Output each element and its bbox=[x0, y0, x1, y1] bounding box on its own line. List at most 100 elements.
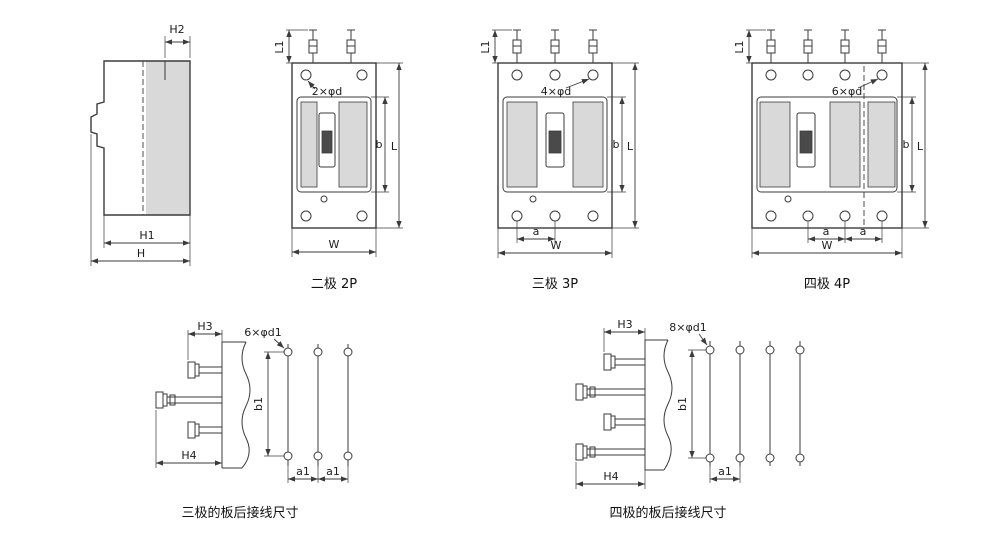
dim-b-2p: b bbox=[371, 96, 389, 193]
wiring-hole bbox=[765, 453, 775, 463]
mounting-hole bbox=[802, 210, 814, 222]
dim-b1-rear4: b1 bbox=[676, 349, 706, 459]
mounting-hole bbox=[587, 210, 599, 222]
terminal-stud bbox=[187, 421, 222, 439]
dim-l1-2p: L1 bbox=[273, 29, 308, 64]
dim-label-w: W bbox=[329, 238, 340, 251]
wiring-hole bbox=[343, 347, 353, 357]
rear-hole-grid-4p bbox=[705, 341, 805, 466]
dim-label-b1: b1 bbox=[252, 397, 265, 411]
dim-a-3p: a bbox=[516, 221, 556, 243]
rear-hole-grid-3p bbox=[283, 344, 353, 466]
dim-l-3p: L bbox=[612, 62, 639, 229]
dim-label-l: L bbox=[391, 140, 398, 153]
terminal-screw bbox=[308, 29, 318, 63]
side-view-figure: H2 H1 H bbox=[90, 23, 191, 266]
dim-l-2p: L bbox=[376, 62, 403, 229]
dim-label-a1: a1 bbox=[296, 465, 310, 478]
hole-callout-label: 6×φd1 bbox=[244, 326, 281, 339]
dim-label-a: a bbox=[823, 225, 830, 238]
front-view-4p: L1 6×φd b L a a bbox=[733, 29, 929, 292]
mounting-hole bbox=[876, 210, 888, 222]
hole-callout-2p: 2×φd bbox=[307, 80, 342, 98]
dim-h: H bbox=[90, 134, 191, 266]
mounting-hole bbox=[765, 69, 777, 81]
terminal-screw bbox=[766, 29, 776, 63]
side-view-shaded-area bbox=[146, 61, 190, 215]
mounting-hole bbox=[549, 210, 561, 222]
mounting-hole bbox=[356, 69, 368, 81]
hole-callout-3p: 4×φd bbox=[541, 78, 590, 98]
wiring-hole bbox=[343, 451, 353, 461]
wiring-hole bbox=[313, 451, 323, 461]
wiring-hole bbox=[705, 345, 715, 355]
wiring-hole bbox=[313, 347, 323, 357]
pole-panel bbox=[300, 101, 318, 188]
pole-panel bbox=[829, 101, 861, 188]
terminal-screw bbox=[877, 29, 887, 63]
front-face-3p bbox=[502, 96, 608, 193]
test-button bbox=[784, 195, 792, 203]
dim-b-3p: b bbox=[607, 96, 626, 193]
hole-callout-label: 8×φd1 bbox=[669, 321, 706, 334]
toggle-handle bbox=[321, 130, 333, 154]
mounting-hole bbox=[765, 210, 777, 222]
dim-h1: H1 bbox=[103, 215, 191, 248]
dim-w-2p: W bbox=[291, 228, 377, 257]
plate-break-line bbox=[663, 339, 673, 471]
dim-label-b: b bbox=[376, 138, 383, 151]
wiring-hole bbox=[283, 347, 293, 357]
breaker-body-4p bbox=[751, 62, 903, 229]
caption-4p: 四极 4P bbox=[804, 277, 850, 292]
dim-label-l: L bbox=[917, 140, 924, 153]
terminal-stud bbox=[603, 353, 645, 371]
front-view-3p: L1 4×φd b L a W 三极 3 bbox=[479, 29, 639, 292]
dim-h4-rear3: H4 bbox=[155, 410, 222, 468]
hole-callout-rear4: 8×φd1 bbox=[669, 321, 708, 346]
mounting-hole bbox=[356, 210, 368, 222]
mounting-hole bbox=[839, 69, 851, 81]
caption-rear4: 四极的板后接线尺寸 bbox=[609, 505, 726, 521]
dim-label-h: H bbox=[137, 247, 145, 260]
dim-label-b: b bbox=[903, 138, 910, 151]
mounting-hole bbox=[802, 69, 814, 81]
dim-w-3p: W bbox=[497, 228, 613, 258]
terminal-stud bbox=[603, 413, 645, 431]
dim-label-h4: H4 bbox=[603, 470, 618, 483]
pole-panel bbox=[506, 101, 538, 188]
mounting-hole bbox=[839, 210, 851, 222]
wiring-hole bbox=[283, 451, 293, 461]
dim-h4-rear4: H4 bbox=[575, 462, 646, 489]
terminal-screw bbox=[840, 29, 850, 63]
terminal-stud bbox=[155, 391, 222, 409]
dim-label-w: W bbox=[822, 239, 833, 252]
dim-label-b: b bbox=[613, 138, 620, 151]
terminal-screw bbox=[550, 29, 560, 63]
terminal-screw bbox=[346, 29, 356, 63]
dim-a2-4p: a bbox=[845, 221, 883, 243]
mounting-hole bbox=[300, 69, 312, 81]
dim-a1-rear4: a1 bbox=[709, 462, 741, 483]
terminal-screw bbox=[512, 29, 522, 63]
mounting-hole bbox=[300, 210, 312, 222]
front-face-4p bbox=[756, 96, 898, 193]
pole-panel bbox=[759, 101, 791, 188]
dim-label-l: L bbox=[627, 140, 634, 153]
terminal-screw bbox=[803, 29, 813, 63]
dim-b-4p: b bbox=[897, 96, 916, 193]
dim-label-h2: H2 bbox=[169, 23, 184, 36]
mounting-hole bbox=[549, 69, 561, 81]
wiring-hole bbox=[765, 345, 775, 355]
pole-panel bbox=[572, 101, 604, 188]
front-face-2p bbox=[296, 96, 372, 193]
toggle-handle bbox=[799, 130, 813, 154]
rear-wiring-4p-figure: H3 H4 8×φd1 bbox=[575, 318, 805, 521]
toggle-handle bbox=[548, 130, 562, 154]
dim-label-h1: H1 bbox=[139, 229, 154, 242]
dim-label-a: a bbox=[860, 225, 867, 238]
wiring-hole bbox=[735, 345, 745, 355]
plate-break-line bbox=[241, 341, 251, 469]
dim-label-h3: H3 bbox=[197, 320, 212, 333]
caption-3p: 三极 3P bbox=[532, 277, 578, 292]
